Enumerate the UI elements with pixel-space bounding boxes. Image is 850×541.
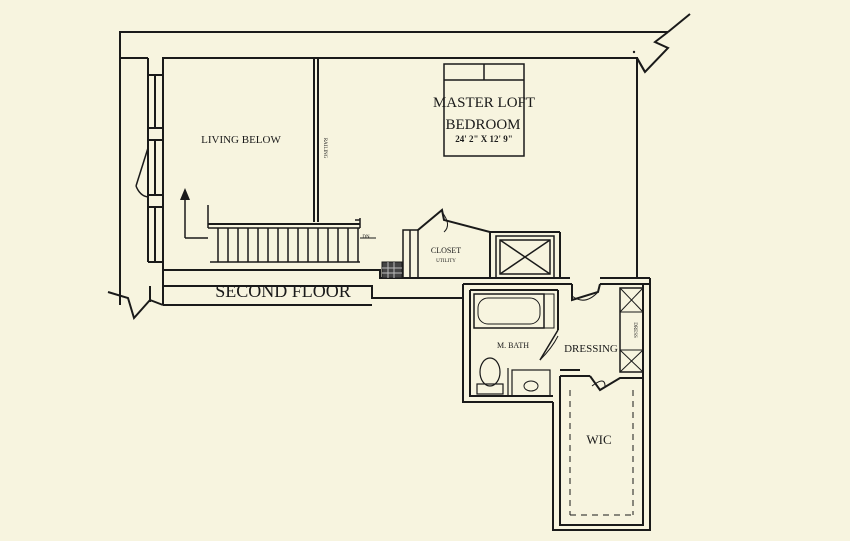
label-dressing: DRESSING (564, 343, 618, 355)
closet (402, 208, 561, 279)
master-bath (462, 284, 559, 403)
label-master-title-1: MASTER LOFT (433, 95, 535, 111)
entry-door (135, 147, 149, 198)
label-wic: WIC (586, 432, 611, 447)
chimney (381, 261, 403, 279)
label-m-bath: M. BATH (497, 341, 529, 350)
corner-mark (632, 50, 636, 54)
label-master-dims: 24' 2" X 12' 9" (455, 134, 513, 144)
bed (443, 63, 525, 157)
label-closet: CLOSET (431, 246, 461, 255)
label-utility: UTILITY (436, 259, 456, 264)
stair-arrow-icon (180, 188, 190, 200)
label-second-floor: SECOND FLOOR (215, 281, 351, 301)
label-railing: RAILING (322, 138, 327, 159)
label-master-title-2: BEDROOM (445, 117, 520, 133)
label-dn: DN (362, 235, 370, 240)
stairs (207, 205, 376, 263)
label-living-below: LIVING BELOW (201, 134, 281, 146)
dressing-wic-wing (552, 278, 651, 531)
label-dresser: DRESS (632, 322, 637, 338)
railing-partition (184, 58, 319, 239)
